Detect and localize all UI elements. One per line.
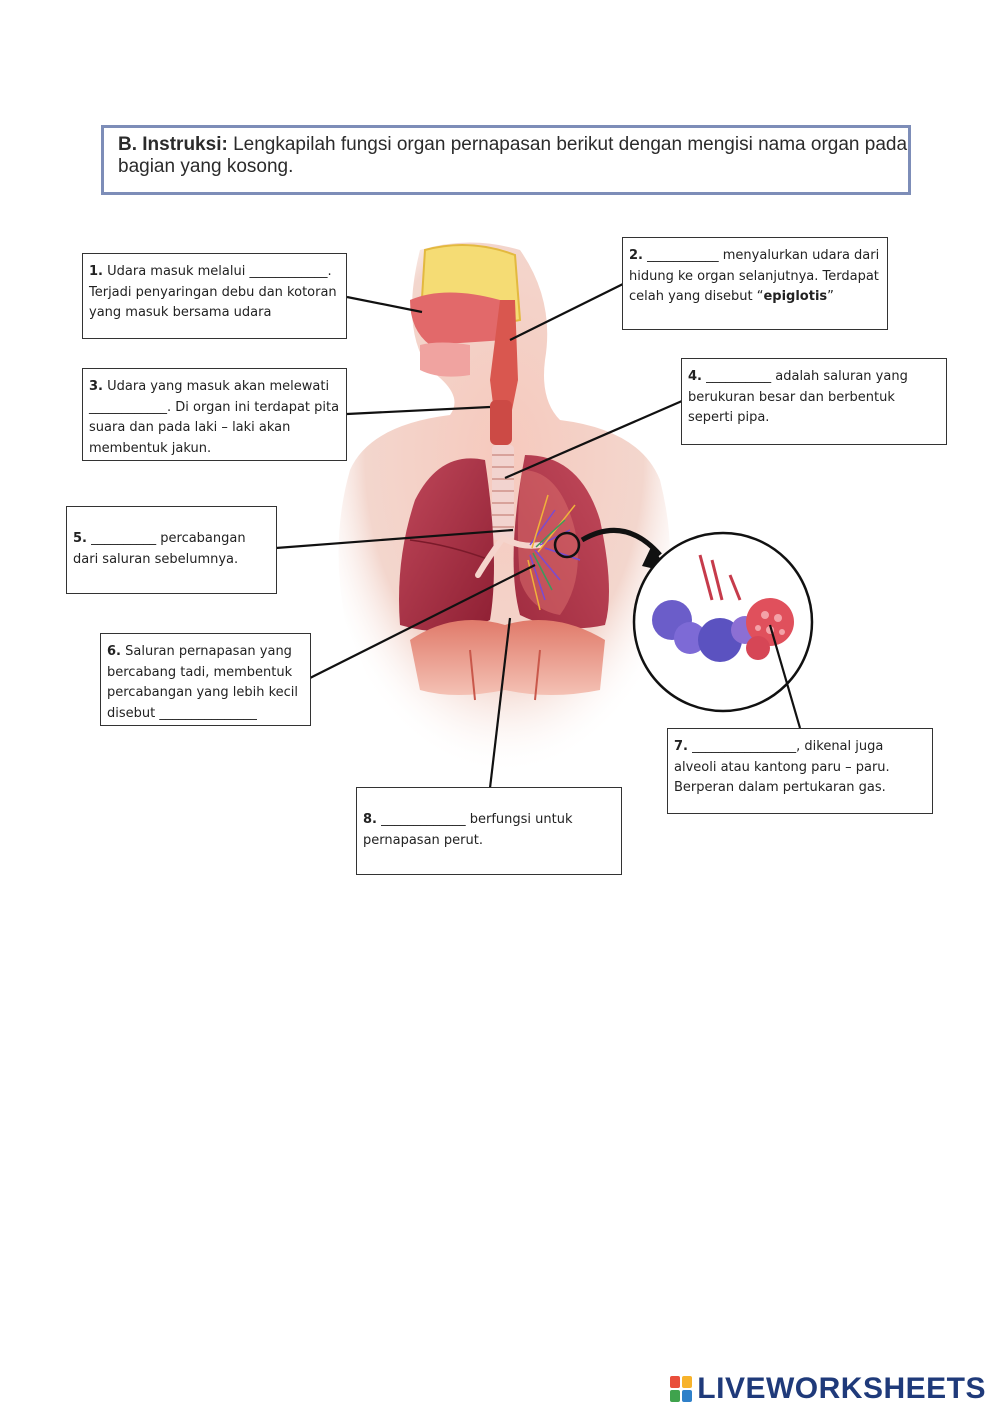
item-box-3: 3. Udara yang masuk akan melewati ______…: [82, 368, 347, 461]
item-number: 7.: [674, 739, 688, 754]
logo-square: [670, 1376, 680, 1388]
answer-blank-3[interactable]: ____________: [89, 400, 167, 415]
item-number: 4.: [688, 369, 702, 384]
answer-blank-1[interactable]: ____________: [249, 264, 327, 279]
item-box-7: 7. ________________, dikenal juga alveol…: [667, 728, 933, 814]
item-number: 2.: [629, 248, 643, 263]
item-text: Udara masuk melalui: [107, 264, 245, 279]
answer-blank-7[interactable]: ________________: [692, 739, 796, 754]
answer-blank-2[interactable]: ___________: [647, 248, 719, 263]
liveworksheets-logo: LIVEWORKSHEETS: [670, 1372, 986, 1406]
item-box-6: 6. Saluran pernapasan yang bercabang tad…: [100, 633, 311, 726]
item-number: 1.: [89, 264, 103, 279]
item-number: 3.: [89, 379, 103, 394]
item-text: ”: [827, 289, 834, 304]
answer-blank-5[interactable]: __________: [91, 531, 156, 546]
item-box-1: 1. Udara masuk melalui ____________. Ter…: [82, 253, 347, 339]
answer-blank-4[interactable]: __________: [706, 369, 771, 384]
item-number: 6.: [107, 644, 121, 659]
logo-square: [682, 1390, 692, 1402]
item-box-8: 8. _____________ berfungsi untuk pernapa…: [356, 787, 622, 875]
logo-mark-icon: [670, 1376, 692, 1402]
logo-square: [670, 1390, 680, 1402]
larynx: [490, 400, 512, 445]
item-box-4: 4. __________ adalah saluran yang beruku…: [681, 358, 947, 445]
item-box-2: 2. ___________ menyalurkan udara dari hi…: [622, 237, 888, 330]
logo-text: LIVEWORKSHEETS: [697, 1372, 986, 1406]
logo-square: [682, 1376, 692, 1388]
item-number: 5.: [73, 531, 87, 546]
item-text: Udara yang masuk akan melewati: [107, 379, 329, 394]
item-box-5: 5. __________ percabangan dari saluran s…: [66, 506, 277, 594]
answer-blank-8[interactable]: _____________: [381, 812, 466, 827]
answer-blank-6[interactable]: _______________: [159, 706, 257, 721]
item-number: 8.: [363, 812, 377, 827]
item-emphasis: epiglotis: [763, 289, 827, 304]
trachea: [492, 445, 514, 540]
